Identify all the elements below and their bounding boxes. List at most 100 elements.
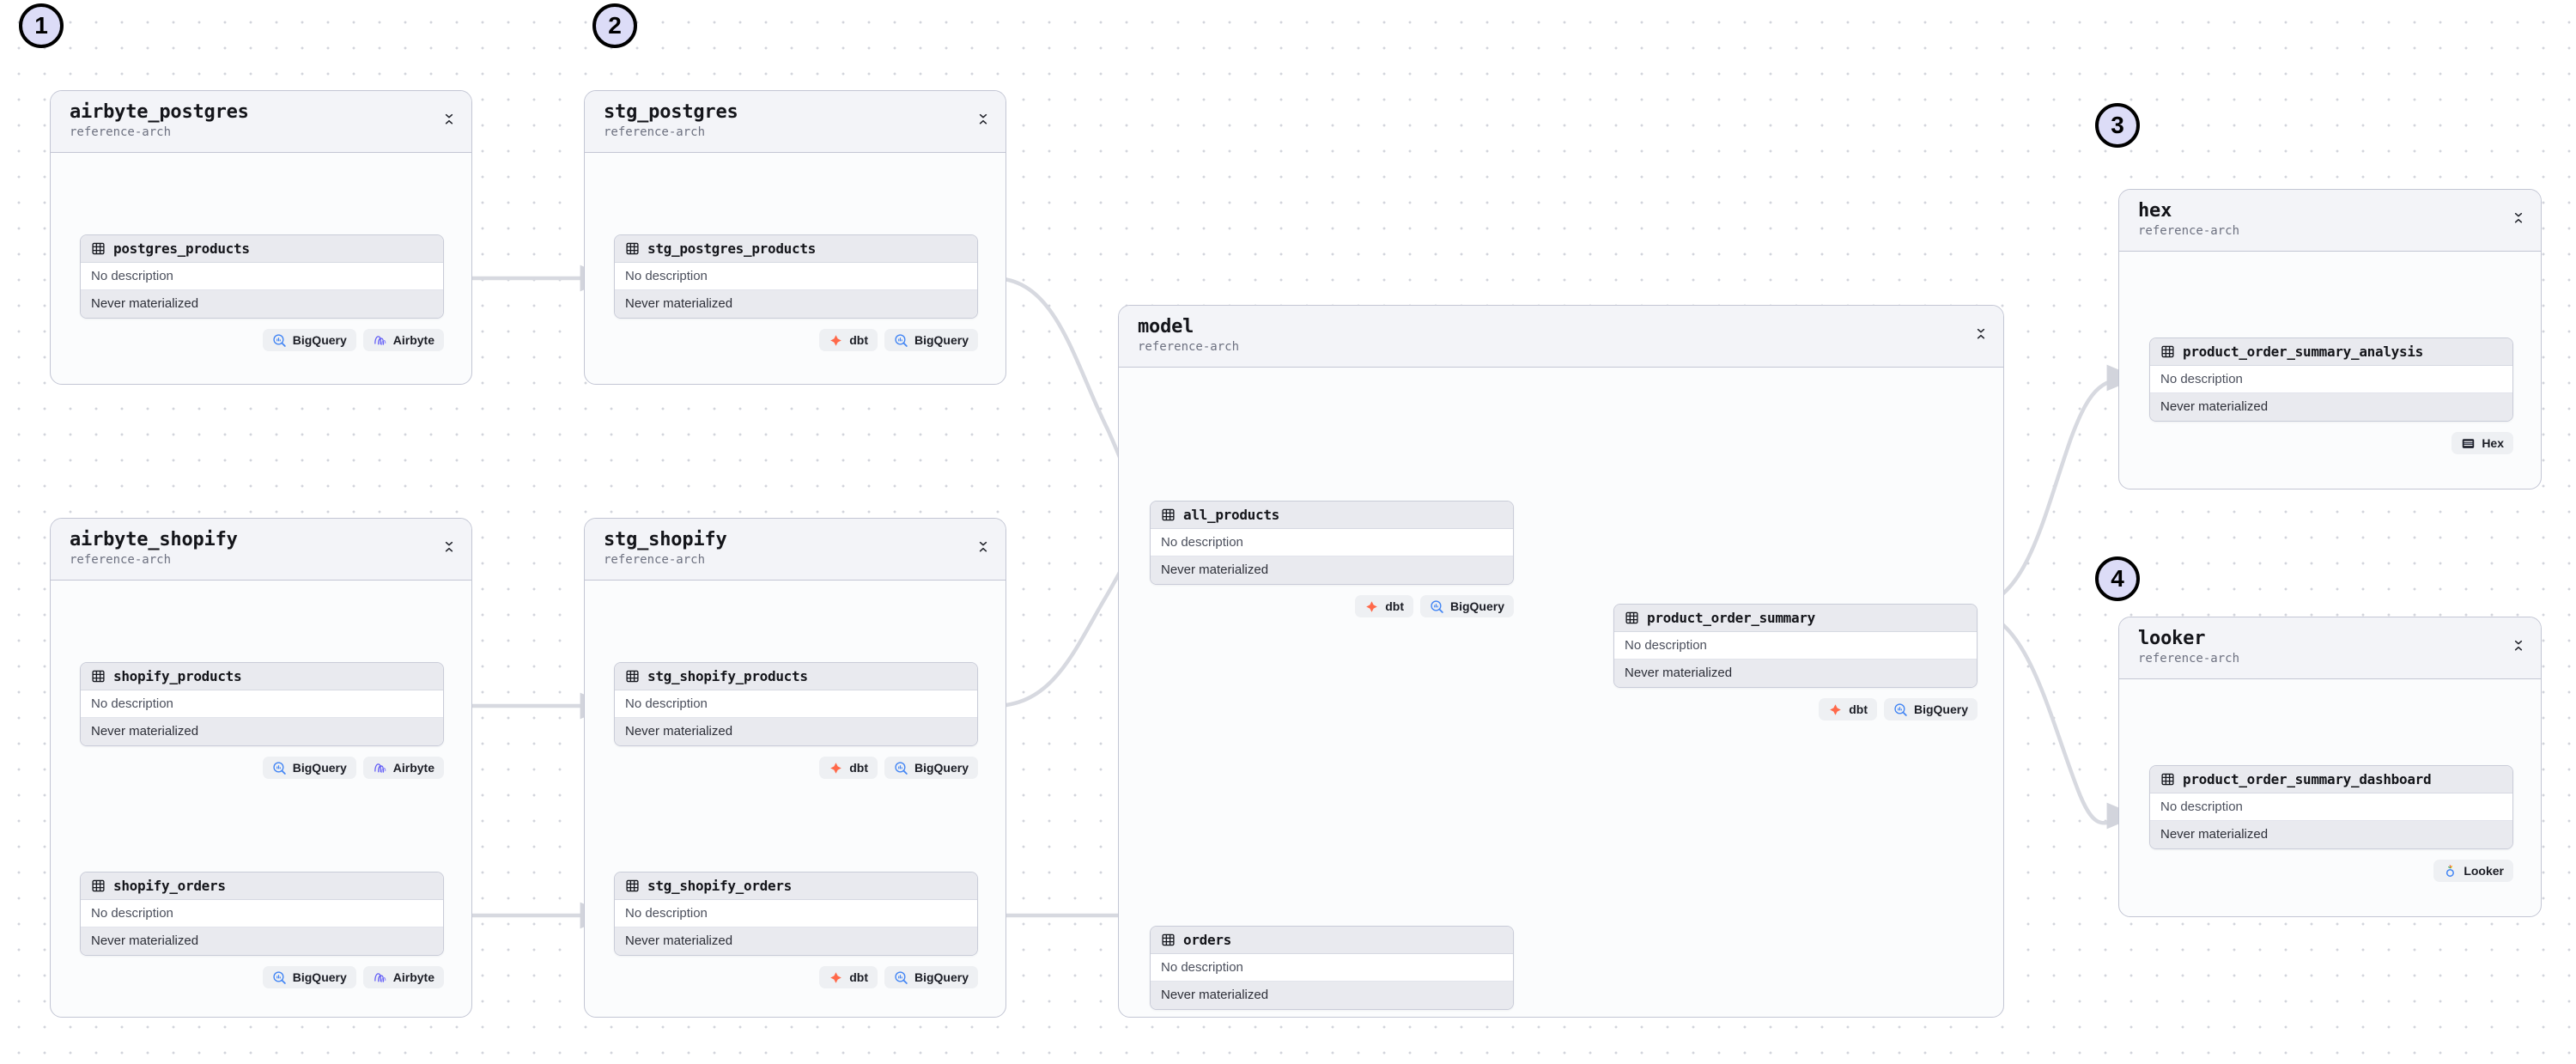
bigquery-icon: [273, 970, 286, 984]
group-title: looker: [2138, 628, 2206, 649]
table-node-name: stg_shopify_products: [647, 668, 808, 684]
bigquery-icon: [1893, 702, 1908, 717]
table-node-header: stg_shopify_products: [615, 663, 977, 690]
badge-label: BigQuery: [1449, 599, 1504, 613]
looker-icon: [2443, 864, 2458, 879]
collapse-chevrons-icon[interactable]: [1974, 326, 1988, 344]
collapse-chevrons-icon[interactable]: [2512, 638, 2525, 655]
collapse-chevrons-icon[interactable]: [976, 539, 990, 556]
integration-badges: Hex: [2119, 432, 2513, 454]
badge-label: Hex: [2482, 436, 2504, 450]
badge-label: BigQuery: [292, 761, 347, 775]
table-node-materialization: Never materialized: [81, 290, 443, 318]
table-node-name: all_products: [1183, 507, 1279, 523]
group-body-looker: product_order_summary_dashboard No descri…: [2119, 679, 2541, 916]
step-marker-1: 1: [19, 3, 64, 48]
table-node-description: No description: [1614, 632, 1977, 660]
table-node-materialization: Never materialized: [615, 290, 977, 318]
table-node-description: No description: [81, 690, 443, 718]
table-node-name: shopify_products: [113, 668, 242, 684]
bigquery-icon: [1894, 702, 1907, 716]
table-node-materialization: Never materialized: [615, 718, 977, 745]
table-node-header: stg_shopify_orders: [615, 872, 977, 900]
table-icon: [91, 669, 106, 684]
hex-icon: [2463, 438, 2475, 448]
badge-looker[interactable]: Looker: [2433, 860, 2513, 882]
table-node-description: No description: [1151, 529, 1513, 556]
badge-airbyte[interactable]: Airbyte: [362, 329, 444, 351]
badge-bigquery[interactable]: BigQuery: [262, 757, 356, 779]
integration-badges: dbt BigQuery: [585, 757, 978, 779]
table-node-name: stg_postgres_products: [647, 240, 816, 257]
integration-badges: BigQuery Airbyte: [51, 966, 444, 988]
airbyte-icon: [374, 763, 386, 773]
dbt-icon: [830, 762, 842, 774]
airbyte-icon: [373, 761, 387, 775]
badge-label: dbt: [1385, 599, 1404, 613]
table-node-materialization: Never materialized: [81, 927, 443, 955]
table-node-materialization: Never materialized: [615, 927, 977, 955]
badge-hex[interactable]: Hex: [2451, 432, 2513, 454]
badge-dbt[interactable]: dbt: [1355, 595, 1413, 617]
badge-dbt[interactable]: dbt: [819, 329, 878, 351]
table-icon: [1625, 611, 1639, 625]
badge-bigquery[interactable]: BigQuery: [884, 966, 978, 988]
integration-badges: dbt BigQuery: [585, 329, 978, 351]
collapse-chevrons-icon[interactable]: [2512, 210, 2525, 228]
badge-airbyte[interactable]: Airbyte: [362, 757, 444, 779]
badge-bigquery[interactable]: BigQuery: [1883, 698, 1978, 720]
table-icon: [625, 879, 640, 893]
badge-dbt[interactable]: dbt: [819, 966, 878, 988]
collapse-chevrons-icon[interactable]: [442, 539, 456, 556]
looker-icon: [2446, 864, 2455, 877]
badge-bigquery[interactable]: BigQuery: [884, 329, 978, 351]
table-node-description: No description: [2150, 793, 2512, 821]
badge-bigquery[interactable]: BigQuery: [262, 329, 356, 351]
badge-bigquery[interactable]: BigQuery: [884, 757, 978, 779]
table-node-header: product_order_summary: [1614, 605, 1977, 632]
table-node-name: stg_shopify_orders: [647, 878, 792, 894]
bigquery-icon: [895, 970, 908, 984]
bigquery-icon: [272, 970, 287, 985]
collapse-chevrons-icon[interactable]: [442, 112, 456, 129]
badge-dbt[interactable]: dbt: [1819, 698, 1877, 720]
table-node-description: No description: [1151, 954, 1513, 982]
group-title: stg_shopify: [604, 529, 727, 550]
group-title: stg_postgres: [604, 101, 738, 123]
table-icon: [625, 669, 640, 684]
dbt-icon: [829, 333, 843, 348]
bigquery-icon: [894, 761, 908, 775]
collapse-chevrons-icon[interactable]: [976, 112, 990, 129]
table-node-name: product_order_summary_analysis: [2183, 344, 2423, 360]
table-node-product-order-summary-dashboard[interactable]: product_order_summary_dashboard No descri…: [2149, 765, 2513, 849]
badge-bigquery[interactable]: BigQuery: [262, 966, 356, 988]
badge-airbyte[interactable]: Airbyte: [362, 966, 444, 988]
badge-bigquery[interactable]: BigQuery: [1419, 595, 1514, 617]
badge-dbt[interactable]: dbt: [819, 757, 878, 779]
group-title: hex: [2138, 200, 2172, 222]
table-node-name: product_order_summary_dashboard: [2183, 771, 2432, 787]
